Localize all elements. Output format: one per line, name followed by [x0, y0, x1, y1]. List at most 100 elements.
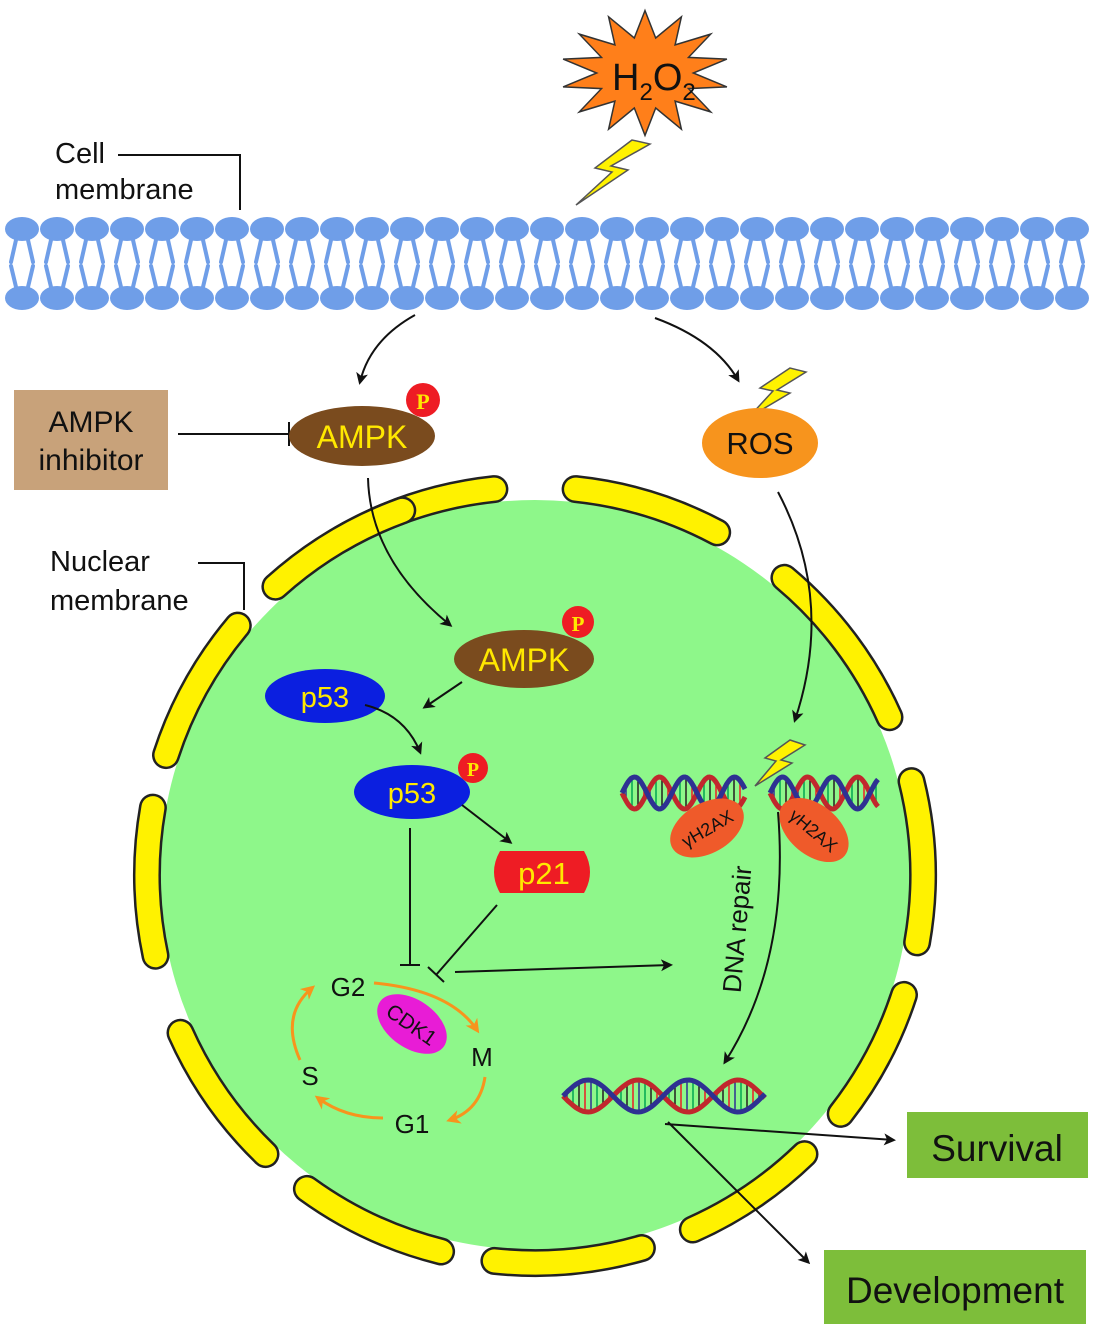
- lipid-tail: [394, 264, 420, 289]
- damaged-dna-left: [619, 774, 748, 812]
- phospho-badge-label: P: [572, 612, 585, 636]
- lipid-head: [600, 217, 634, 241]
- inhibition-line-p53p-to-g2m: [400, 828, 420, 966]
- development-label: Development: [846, 1270, 1065, 1311]
- ampk-nucleus: [454, 630, 594, 688]
- lipid-head: [740, 286, 774, 310]
- lipid-head: [740, 217, 774, 241]
- ros-node: [702, 408, 818, 478]
- lipid-tail: [9, 264, 35, 289]
- dna-strand: [767, 774, 880, 812]
- lipid-head: [495, 217, 529, 241]
- lipid-tail: [849, 238, 875, 264]
- arrow-ampk-to-p53p: [422, 681, 463, 709]
- cell-cycle-s: S: [301, 1061, 318, 1091]
- dna-strand: [619, 774, 748, 812]
- lipid-tail: [919, 264, 945, 289]
- lipid-tail: [779, 238, 805, 264]
- cell-membrane-bracket: [118, 154, 241, 210]
- nuclear-membrane-segment: [263, 498, 414, 599]
- cycle-arrow-g1-to-s: [314, 1095, 384, 1120]
- ros-label: ROS: [726, 426, 793, 461]
- lipid-tail: [569, 238, 595, 264]
- dna-strand: [561, 1077, 767, 1115]
- lipid-head: [775, 286, 809, 310]
- cycle-arrow-s-to-g2: [290, 985, 316, 1061]
- lightning-icon-h2o2: [575, 139, 653, 206]
- h2o2-starburst: [562, 8, 728, 138]
- lipid-head: [355, 217, 389, 241]
- p53-unphos-label: p53: [301, 682, 349, 714]
- lipid-head: [845, 286, 879, 310]
- lipid-head: [985, 286, 1019, 310]
- lipid-head: [215, 217, 249, 241]
- lipid-head: [355, 286, 389, 310]
- arrow-g2m-to-repair: [454, 959, 673, 973]
- dna-strand: [619, 774, 748, 812]
- lipid-tail: [569, 264, 595, 289]
- lipid-tail: [464, 264, 490, 289]
- lipid-head: [635, 286, 669, 310]
- lipid-head: [1020, 217, 1054, 241]
- lipid-tail: [464, 238, 490, 264]
- arrow-ros-to-dna: [777, 491, 813, 723]
- cycle-arrow-m-to-g1: [446, 1076, 487, 1124]
- lipid-head: [215, 286, 249, 310]
- ampk-inhibitor-box: [14, 390, 168, 490]
- lipid-tail: [44, 238, 70, 264]
- lipid-head: [250, 286, 284, 310]
- phospho-badge-p53: [458, 753, 488, 783]
- lipid-tail: [254, 238, 280, 264]
- lipid-tail: [499, 238, 525, 264]
- phospho-badge-ampk-cytoplasm: [406, 383, 440, 417]
- arrow-membrane-to-ampk: [356, 314, 416, 385]
- nuclear-membrane: [133, 475, 938, 1278]
- p53-phos-label: p53: [388, 778, 436, 810]
- repaired-dna: [561, 1077, 767, 1115]
- lipid-tail: [219, 238, 245, 264]
- lipid-head: [110, 286, 144, 310]
- lipid-head: [565, 286, 599, 310]
- lipid-head: [670, 217, 704, 241]
- nuclear-membrane-segment: [169, 1021, 277, 1166]
- arrow-to-development: [667, 1121, 811, 1265]
- lightning-icon-ros: [747, 367, 808, 419]
- lipid-head: [40, 286, 74, 310]
- lipid-tail: [429, 264, 455, 289]
- lipid-tail: [814, 238, 840, 264]
- lipid-tail: [639, 264, 665, 289]
- lipid-tail: [1024, 238, 1050, 264]
- lipid-head: [425, 217, 459, 241]
- lipid-tail: [289, 238, 315, 264]
- cell-cycle-m: M: [471, 1042, 493, 1072]
- lipid-head: [915, 286, 949, 310]
- cycle-arrow-g2-to-m: [373, 981, 480, 1034]
- lipid-head: [145, 217, 179, 241]
- lipid-head: [180, 286, 214, 310]
- cell-membrane-label-line2: membrane: [55, 174, 194, 206]
- cdk1-node: [377, 994, 447, 1054]
- lipid-head: [40, 217, 74, 241]
- lipid-tail: [744, 238, 770, 264]
- lipid-head: [1055, 217, 1089, 241]
- nuclear-membrane-bracket: [198, 562, 245, 610]
- arrow-dna-repair: [723, 811, 781, 1065]
- arrow-p53p-to-p21: [461, 804, 513, 844]
- cell-cycle-g2: G2: [331, 972, 366, 1002]
- h2o2-label: H2O2: [612, 57, 696, 106]
- lipid-tail: [79, 264, 105, 289]
- lipid-tail: [79, 238, 105, 264]
- lipid-tail: [324, 264, 350, 289]
- lipid-head: [670, 286, 704, 310]
- nuclear-membrane-segment: [681, 1142, 816, 1241]
- development-box: [824, 1250, 1086, 1324]
- lightning-icon-dna: [754, 739, 807, 787]
- inhibition-line-inhibitor-to-ampk: [178, 422, 290, 446]
- nuclear-membrane-segment: [154, 614, 250, 767]
- ampk-nucleus-label: AMPK: [479, 642, 570, 678]
- lipid-tail: [499, 264, 525, 289]
- lipid-head: [250, 217, 284, 241]
- lipid-tail: [674, 264, 700, 289]
- ampk-inhibitor-line2: inhibitor: [38, 444, 143, 477]
- lipid-head: [110, 217, 144, 241]
